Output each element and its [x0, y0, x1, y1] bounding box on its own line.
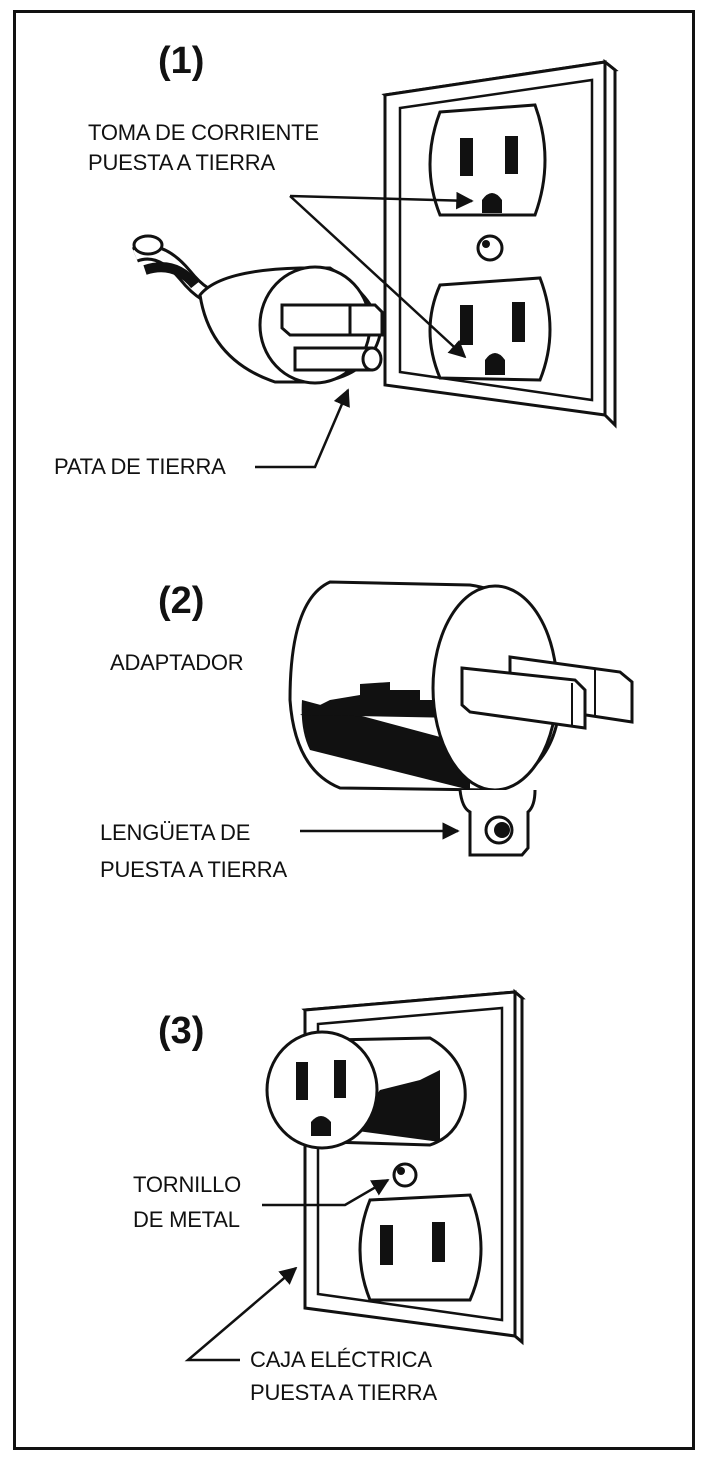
- figure-1-number: (1): [158, 40, 205, 82]
- grounded-outlet-top: [428, 103, 547, 217]
- leader-box: [184, 1266, 298, 1362]
- adapter-label: ADAPTADOR: [110, 650, 244, 675]
- adapter: [288, 580, 634, 857]
- center-screw-1: [476, 234, 504, 262]
- three-prong-plug: [132, 234, 384, 385]
- metal-screw-label-line2: DE METAL: [133, 1207, 240, 1232]
- figure-3-number: (3): [158, 1010, 205, 1052]
- outlet-label-line2: PUESTA A TIERRA: [88, 150, 275, 175]
- leader-outlet: [289, 191, 474, 359]
- leader-screw: [262, 1178, 390, 1207]
- outlet-label-line1: TOMA DE CORRIENTE: [88, 120, 319, 145]
- ground-tab-label-line2: PUESTA A TIERRA: [100, 857, 287, 882]
- ground-tab-label-line1: LENGÜETA DE: [100, 820, 251, 845]
- grounded-box-label-line1: CAJA ELÉCTRICA: [250, 1347, 432, 1372]
- ground-prong-label: PATA DE TIERRA: [54, 454, 226, 479]
- metal-screw: [392, 1162, 418, 1188]
- grounded-outlet-bottom: [428, 276, 552, 382]
- metal-screw-label-line1: TORNILLO: [133, 1172, 242, 1197]
- grounded-box-label-line2: PUESTA A TIERRA: [250, 1380, 437, 1405]
- adapter-plugged-in: [265, 1030, 467, 1150]
- leader-ground-prong: [255, 388, 350, 469]
- figure-2-number: (2): [158, 580, 205, 622]
- two-slot-outlet: [358, 1193, 483, 1302]
